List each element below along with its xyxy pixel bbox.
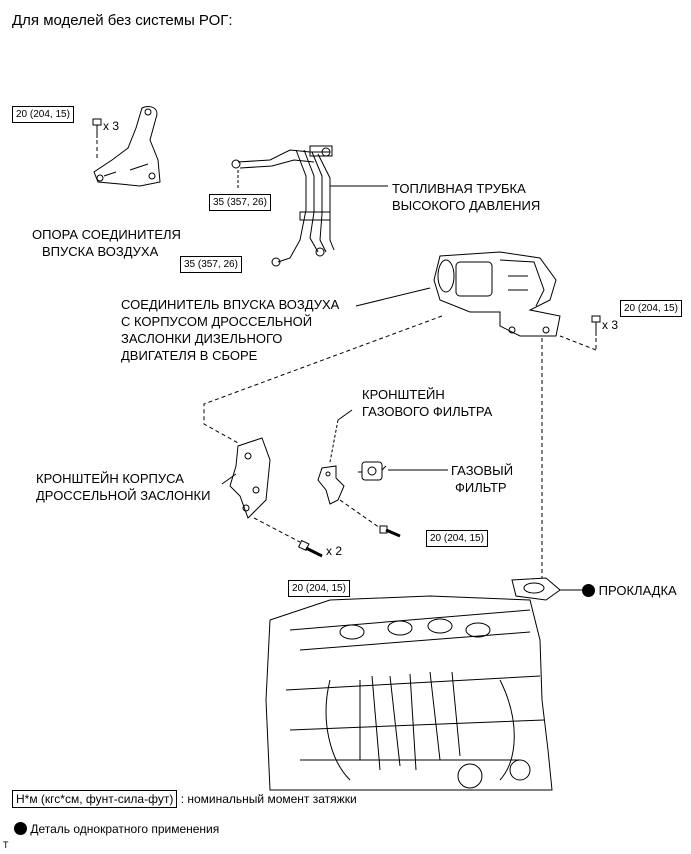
torque-box-connector: 20 (204, 15)	[620, 300, 682, 317]
torque-box-fuel-pipe-bottom: 35 (357, 26)	[180, 256, 242, 273]
multiplier-bracket-lower: x 2	[326, 544, 343, 558]
corner-mark: T	[3, 840, 9, 850]
legend-torque-unit-box: Н*м (кгс*см, фунт-сила-фут)	[12, 790, 178, 808]
diagram-title: Для моделей без системы РОГ:	[12, 12, 233, 29]
legend-non-reusable-text: Деталь однократного применения	[30, 822, 220, 836]
label-air-intake-connector-throttle-body: СОЕДИНИТЕЛЬ ВПУСКА ВОЗДУХА С КОРПУСОМ ДР…	[121, 297, 340, 363]
high-pressure-fuel-pipe-part	[231, 145, 335, 267]
label-gasket: ПРОКЛАДКА	[582, 582, 677, 599]
gas-filter-bracket-part	[317, 465, 345, 505]
legend-torque-desc: : номинальный момент затяжки	[180, 792, 357, 806]
label-high-pressure-fuel-pipe: ТОПЛИВНАЯ ТРУБКА ВЫСОКОГО ДАВЛЕНИЯ	[392, 181, 541, 213]
engine-block	[265, 595, 553, 791]
label-throttle-body-bracket: КРОНШТЕЙН КОРПУСА ДРОССЕЛЬНОЙ ЗАСЛОНКИ	[36, 471, 211, 503]
torque-box-support: 20 (204, 15)	[12, 106, 74, 123]
air-intake-connector-throttle-body-part	[433, 251, 561, 337]
label-gas-filter-bracket: КРОНШТЕЙН ГАЗОВОГО ФИЛЬТРА	[362, 387, 493, 419]
multiplier-support: x 3	[103, 119, 120, 133]
legend-non-reusable: Деталь однократного применения	[14, 822, 219, 836]
gasket-part	[511, 577, 561, 601]
legend-torque: Н*м (кгс*см, фунт-сила-фут) : номинальны…	[12, 790, 357, 808]
air-intake-connector-support-part	[93, 105, 161, 187]
throttle-body-bracket-part	[229, 437, 271, 519]
non-reusable-marker-icon	[582, 584, 595, 597]
torque-box-bracket-lower: 20 (204, 15)	[288, 580, 350, 597]
torque-box-fuel-pipe-top: 35 (357, 26)	[209, 194, 271, 211]
gas-filter-part	[358, 461, 387, 481]
torque-box-bracket-bolt: 20 (204, 15)	[426, 530, 488, 547]
connector-bolt	[591, 315, 601, 336]
multiplier-connector: x 3	[602, 318, 619, 332]
non-reusable-legend-icon	[14, 822, 27, 835]
bracket-lower-bolt	[298, 539, 323, 558]
bracket-bolt	[379, 525, 401, 538]
label-gas-filter: ГАЗОВЫЙ ФИЛЬТР	[451, 463, 514, 495]
support-bolt	[92, 118, 102, 138]
label-air-intake-connector-support: ОПОРА СОЕДИНИТЕЛЯ ВПУСКА ВОЗДУХА	[32, 227, 181, 259]
